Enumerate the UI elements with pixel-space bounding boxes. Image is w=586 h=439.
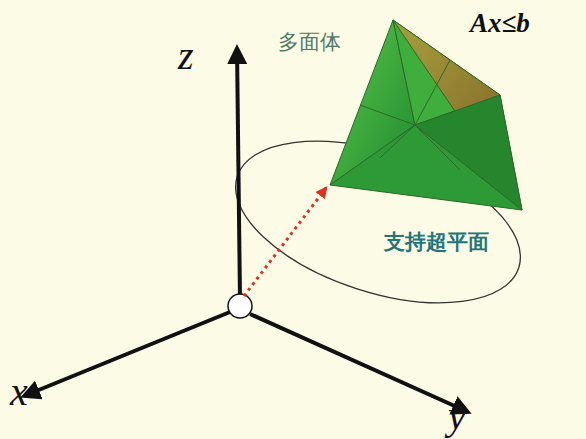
axis-label: 支持超平面 [384, 232, 489, 253]
axis-label: x [10, 372, 28, 412]
y-axis [250, 314, 468, 412]
axis-label: y [448, 396, 466, 436]
z-axis [237, 48, 240, 300]
axis-label: Ax≤b [470, 10, 530, 37]
x-axis [24, 312, 230, 396]
axis-label: 多面体 [278, 32, 341, 53]
polyhedron [330, 20, 522, 210]
position-vector [244, 188, 326, 296]
axis-label: z [178, 36, 194, 76]
origin [228, 294, 252, 318]
